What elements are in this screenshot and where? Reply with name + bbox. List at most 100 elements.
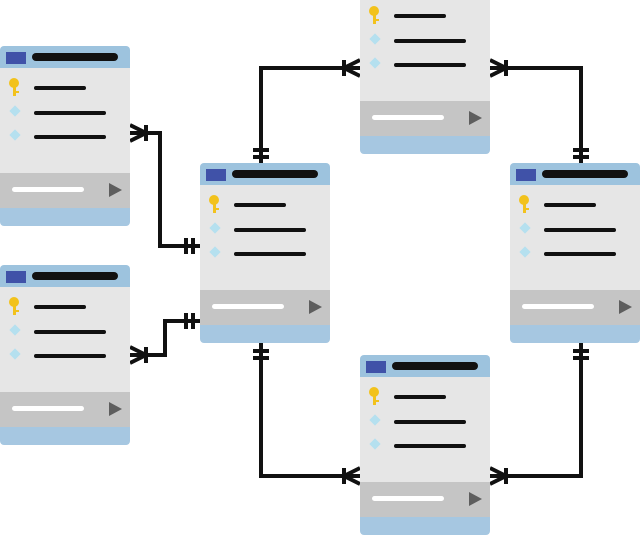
table-icon [516,169,536,181]
table-base [360,517,490,535]
diamond-icon [9,348,21,360]
one-marker-center-left-2 [184,313,195,329]
table-icon [366,361,386,373]
diamond-icon [369,438,381,450]
table-footer [360,101,490,136]
field-name-bar [544,252,616,256]
table-body [510,185,640,290]
footer-bar [12,187,84,192]
diamond-icon [369,414,381,426]
table-right [510,163,640,343]
table-body [360,0,490,101]
field-row [0,346,130,364]
diamond-icon [9,129,21,141]
primary-key-row [200,195,330,213]
field-row [0,127,130,145]
one-marker-center-left-1 [184,238,195,254]
play-icon [619,300,632,314]
field-name-bar [234,228,306,232]
field-name-bar [394,444,466,448]
field-name-bar [34,305,86,309]
field-name-bar [234,203,286,207]
primary-key-row [360,387,490,405]
table-footer [510,290,640,325]
table-body [200,185,330,290]
table-base [200,325,330,343]
play-icon [309,300,322,314]
table-footer [360,482,490,517]
one-marker-center-bottom [253,349,269,360]
diamond-icon [209,246,221,258]
key-icon [9,297,21,315]
table-title-bar [542,170,628,178]
table-footer [0,392,130,427]
table-header [510,163,640,185]
table-top [360,0,490,154]
key-icon [519,195,531,213]
table-header [360,355,490,377]
footer-bar [372,115,444,120]
diamond-icon [369,33,381,45]
field-name-bar [394,395,446,399]
primary-key-row [0,297,130,315]
play-icon [109,183,122,197]
diamond-icon [369,57,381,69]
many-marker-top-from-center [339,58,361,78]
table-base [0,427,130,445]
play-icon [109,402,122,416]
table-title-bar [392,362,478,370]
table-base [0,208,130,226]
field-name-bar [544,203,596,207]
many-marker-bottom-left [129,345,151,365]
primary-key-row [510,195,640,213]
footer-bar [522,304,594,309]
one-marker-right-bottom [573,349,589,360]
field-row [360,55,490,73]
field-name-bar [394,420,466,424]
field-row [510,244,640,262]
key-icon [369,387,381,405]
table-title-bar [232,170,318,178]
field-row [510,220,640,238]
diamond-icon [209,222,221,234]
one-marker-center-top [253,148,269,159]
field-name-bar [34,86,86,90]
field-name-bar [234,252,306,256]
field-row [360,412,490,430]
field-row [360,436,490,454]
connector-center-bottom [259,342,360,478]
table-top-left [0,46,130,226]
table-center [200,163,330,343]
field-row [0,322,130,340]
table-base [360,136,490,154]
table-bottom [360,355,490,535]
field-row [200,244,330,262]
connector-center-bottom-left [130,319,200,357]
footer-bar [372,496,444,501]
table-footer [0,173,130,208]
connector-right-bottom [490,342,583,478]
connector-center-top-left [130,131,200,248]
diamond-icon [9,324,21,336]
field-name-bar [544,228,616,232]
table-footer [200,290,330,325]
play-icon [469,492,482,506]
diamond-icon [519,222,531,234]
table-body [360,377,490,482]
field-name-bar [394,39,466,43]
table-header [0,265,130,287]
field-name-bar [394,63,466,67]
field-name-bar [34,135,106,139]
table-header [0,46,130,68]
table-icon [6,52,26,64]
table-icon [6,271,26,283]
key-icon [209,195,221,213]
one-marker-right-top [573,148,589,159]
field-name-bar [394,14,446,18]
diamond-icon [519,246,531,258]
many-marker-top-left [129,123,151,143]
table-body [0,68,130,173]
table-body [0,287,130,392]
field-name-bar [34,354,106,358]
